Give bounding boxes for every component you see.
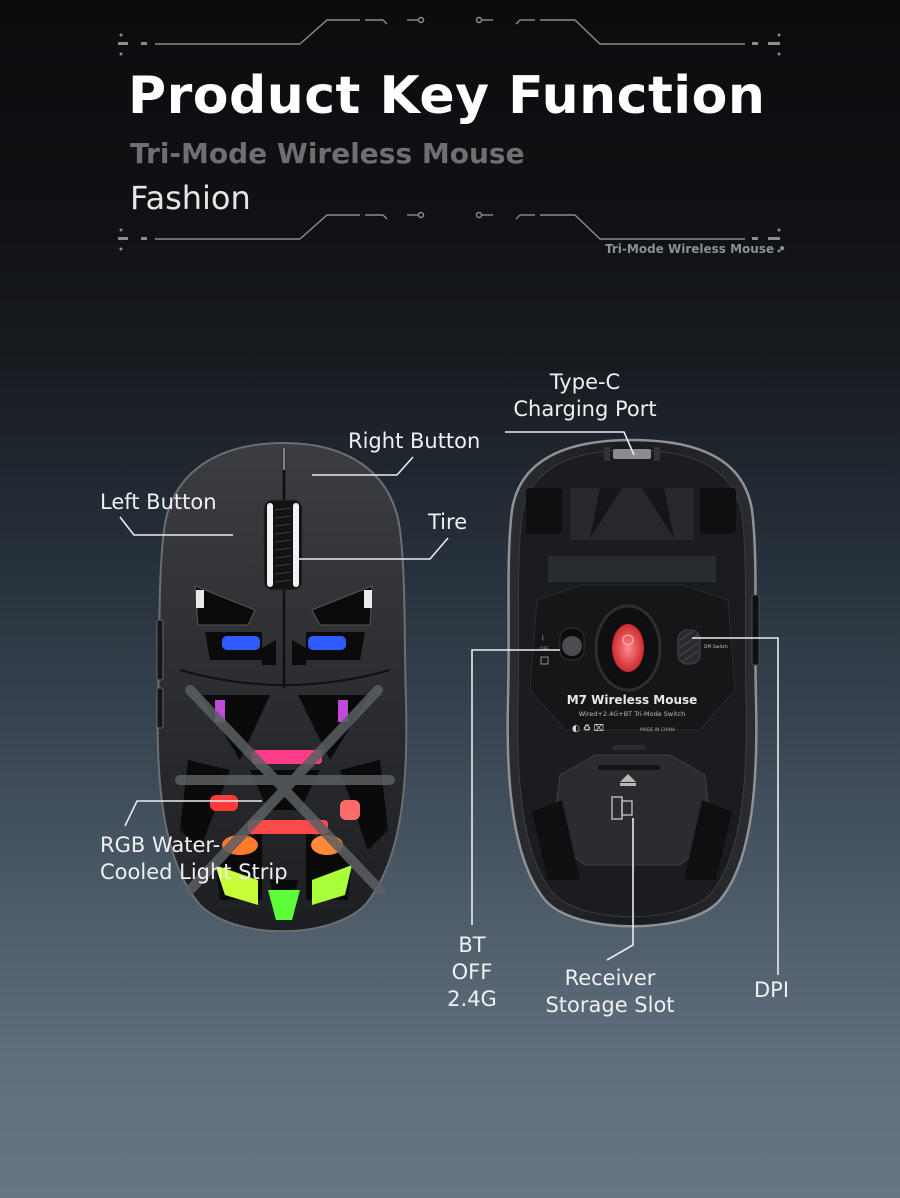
circuit-dots-top — [118, 33, 781, 56]
callout-typec-port: Type-C Charging Port — [513, 370, 657, 421]
callout-rgb-strip: RGB Water- Cooled Light Strip — [100, 833, 288, 884]
callout-right-button: Right Button — [348, 429, 481, 453]
svg-text:DPI Switch: DPI Switch — [704, 644, 728, 650]
corner-tag: Tri-Mode Wireless Mouse • — [605, 242, 786, 256]
callout-dpi: DPI — [754, 978, 790, 1002]
page-subtitle: Tri-Mode Wireless Mouse — [130, 137, 525, 170]
mouse-bottom-view: ᛒ OFF DPI Switch M7 Wireless Mouse Wired… — [506, 438, 760, 928]
svg-text:OFF: OFF — [540, 646, 549, 652]
svg-text:◐ ♻ ⌧: ◐ ♻ ⌧ — [572, 724, 604, 734]
svg-text:ᛒ: ᛒ — [541, 635, 545, 642]
svg-text:MADE IN CHINA: MADE IN CHINA — [640, 727, 676, 733]
callout-lines — [119, 431, 779, 975]
tagline: Fashion — [130, 179, 251, 217]
mouse-top-view — [156, 441, 408, 933]
callout-left-button: Left Button — [100, 490, 217, 514]
callout-receiver-slot: Receiver Storage Slot — [545, 966, 675, 1017]
page-title: Product Key Function — [128, 66, 766, 126]
callout-tire: Tire — [428, 510, 468, 534]
svg-text:M7 Wireless Mouse: M7 Wireless Mouse — [567, 693, 698, 707]
svg-text:Wired+2.4G+BT Tri-Mode Switch: Wired+2.4G+BT Tri-Mode Switch — [579, 710, 686, 718]
circuit-decoration-top — [155, 16, 745, 45]
callout-mode-switch: BT OFF 2.4G — [447, 933, 497, 1011]
circuit-decoration-bottom — [155, 211, 745, 240]
